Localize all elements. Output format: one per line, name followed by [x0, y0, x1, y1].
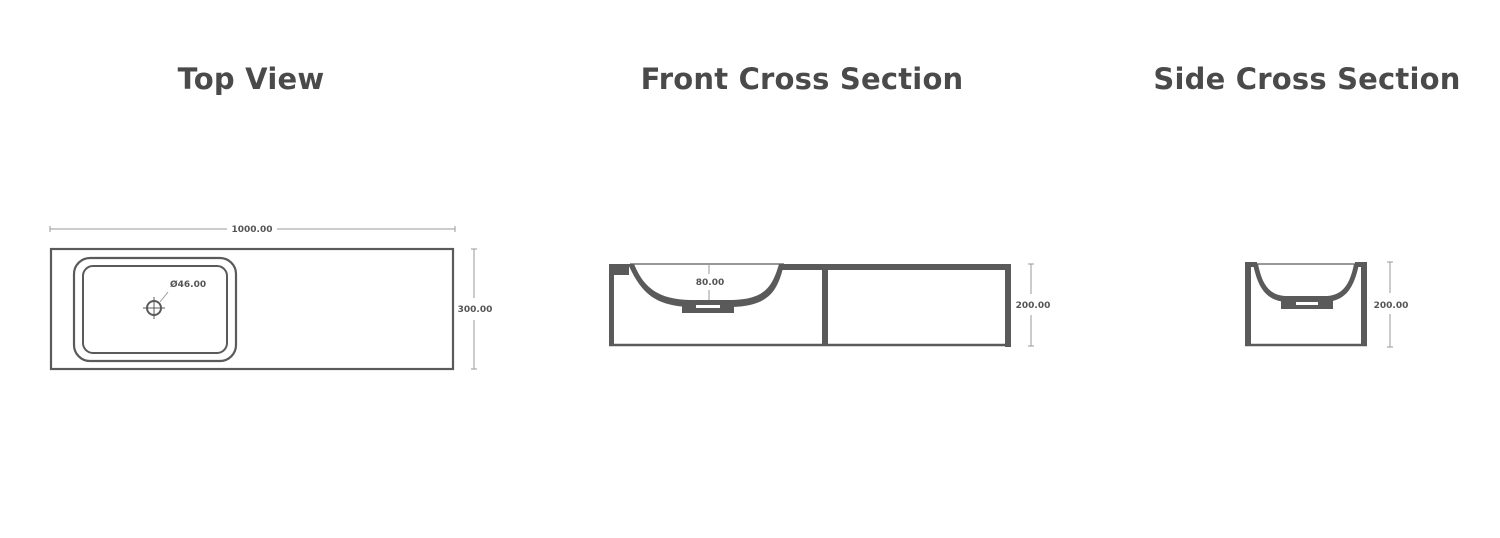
front-basin-depth-label: 80.00 [696, 278, 724, 288]
side-cross-section: 200.00 [1245, 261, 1409, 348]
drain-hole [143, 291, 169, 319]
drain-diameter-label: Ø46.00 [170, 279, 206, 290]
top-slab-outline [49, 247, 455, 371]
side-right-rim [1355, 262, 1367, 267]
top-view: 1000.00 Ø46.00 300.00 [49, 225, 493, 371]
side-cross-section-title: Side Cross Section [1153, 62, 1461, 96]
front-drain-slot [696, 305, 720, 308]
side-left-wall [1245, 262, 1251, 346]
side-height-dimension: 200.00 [1374, 261, 1409, 348]
front-top-right-slab [780, 264, 1011, 270]
side-right-wall [1361, 262, 1367, 346]
side-drain-slot [1296, 302, 1318, 305]
front-height-label: 200.00 [1016, 301, 1051, 311]
front-cross-section-title: Front Cross Section [640, 62, 964, 96]
side-basin-bowl [1253, 264, 1359, 302]
side-left-rim [1245, 262, 1257, 267]
front-height-dimension: 200.00 [1016, 263, 1051, 347]
top-length-dimension: 1000.00 [49, 225, 456, 235]
side-height-label: 200.00 [1374, 301, 1409, 311]
top-length-label: 1000.00 [232, 225, 273, 235]
basin-outer-rim [72, 256, 238, 363]
top-width-label: 300.00 [458, 305, 493, 315]
front-partition [822, 264, 828, 346]
front-cross-section: 80.00 200.00 [609, 263, 1051, 347]
top-view-title: Top View [177, 62, 325, 96]
front-right-wall [1005, 264, 1011, 347]
front-left-wall [609, 264, 614, 346]
basin-inner-rim [82, 265, 228, 354]
top-width-dimension: 300.00 [458, 248, 493, 370]
